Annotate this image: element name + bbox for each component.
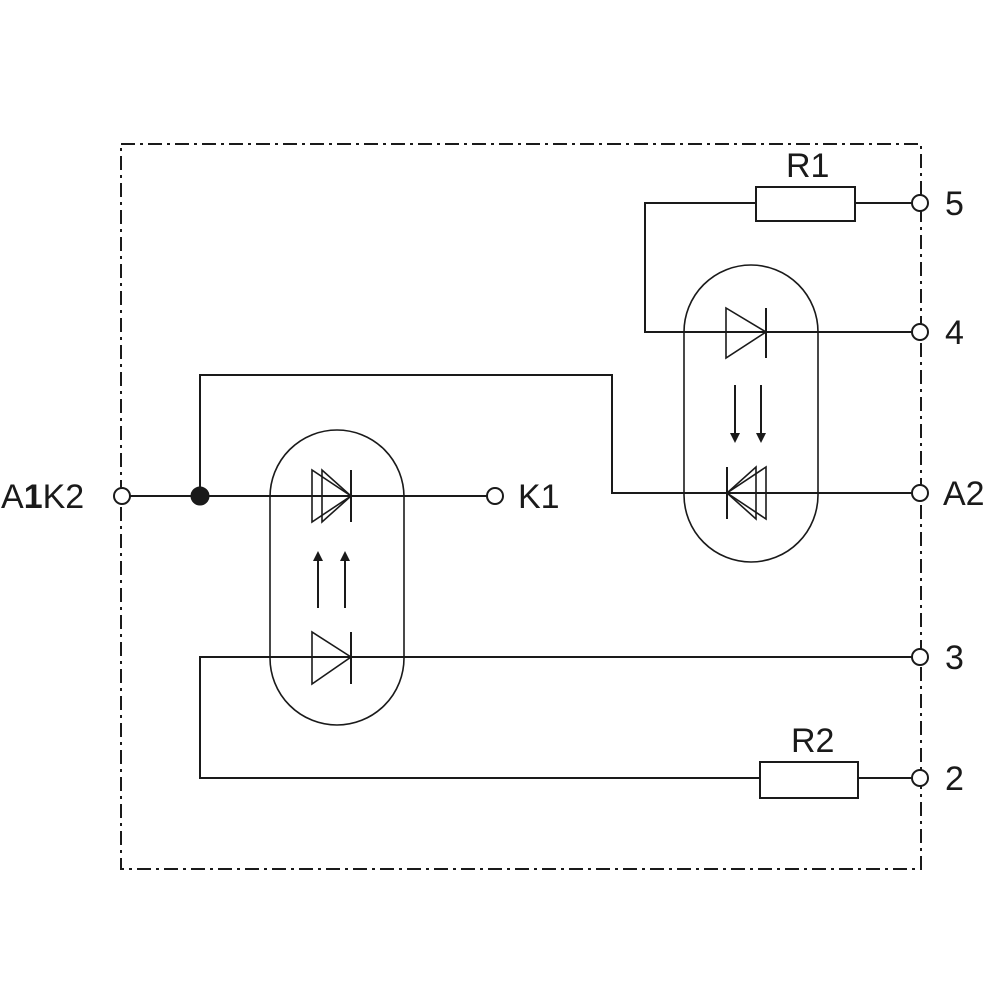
label-pin4: 4 xyxy=(945,314,964,352)
terminal-a1k2 xyxy=(113,487,131,505)
optocoupler-lower-body xyxy=(269,429,405,726)
resistor-r2 xyxy=(759,761,859,799)
terminal-4 xyxy=(911,323,929,341)
terminal-a2 xyxy=(911,484,929,502)
label-k1: K1 xyxy=(518,478,560,516)
module-enclosure xyxy=(120,143,922,870)
terminal-2 xyxy=(911,769,929,787)
junction-node xyxy=(190,486,210,506)
label-pin5: 5 xyxy=(945,185,964,223)
lower-led xyxy=(311,630,353,686)
label-r2: R2 xyxy=(791,722,834,760)
lower-output-diode-pair xyxy=(311,468,353,524)
upper-light-arrows xyxy=(730,385,766,443)
label-a1k2-number: 1 xyxy=(24,478,43,516)
label-a1k2-prefix: A xyxy=(1,478,24,516)
upper-led xyxy=(725,306,768,360)
terminal-k1 xyxy=(486,487,504,505)
label-pin3: 3 xyxy=(945,639,964,677)
terminal-3 xyxy=(911,648,929,666)
wiring xyxy=(130,202,912,779)
label-a2: A2 xyxy=(943,475,985,513)
label-pin2: 2 xyxy=(945,760,964,798)
label-r1: R1 xyxy=(786,147,829,185)
terminal-5 xyxy=(911,194,929,212)
lower-light-arrows xyxy=(313,551,350,608)
resistor-r1 xyxy=(755,186,856,222)
label-a1k2-suffix: K2 xyxy=(43,478,85,516)
label-a1k2: A1K2 xyxy=(1,478,84,516)
optocoupler-upper-body xyxy=(683,264,819,563)
upper-output-diode-pair xyxy=(725,465,767,521)
